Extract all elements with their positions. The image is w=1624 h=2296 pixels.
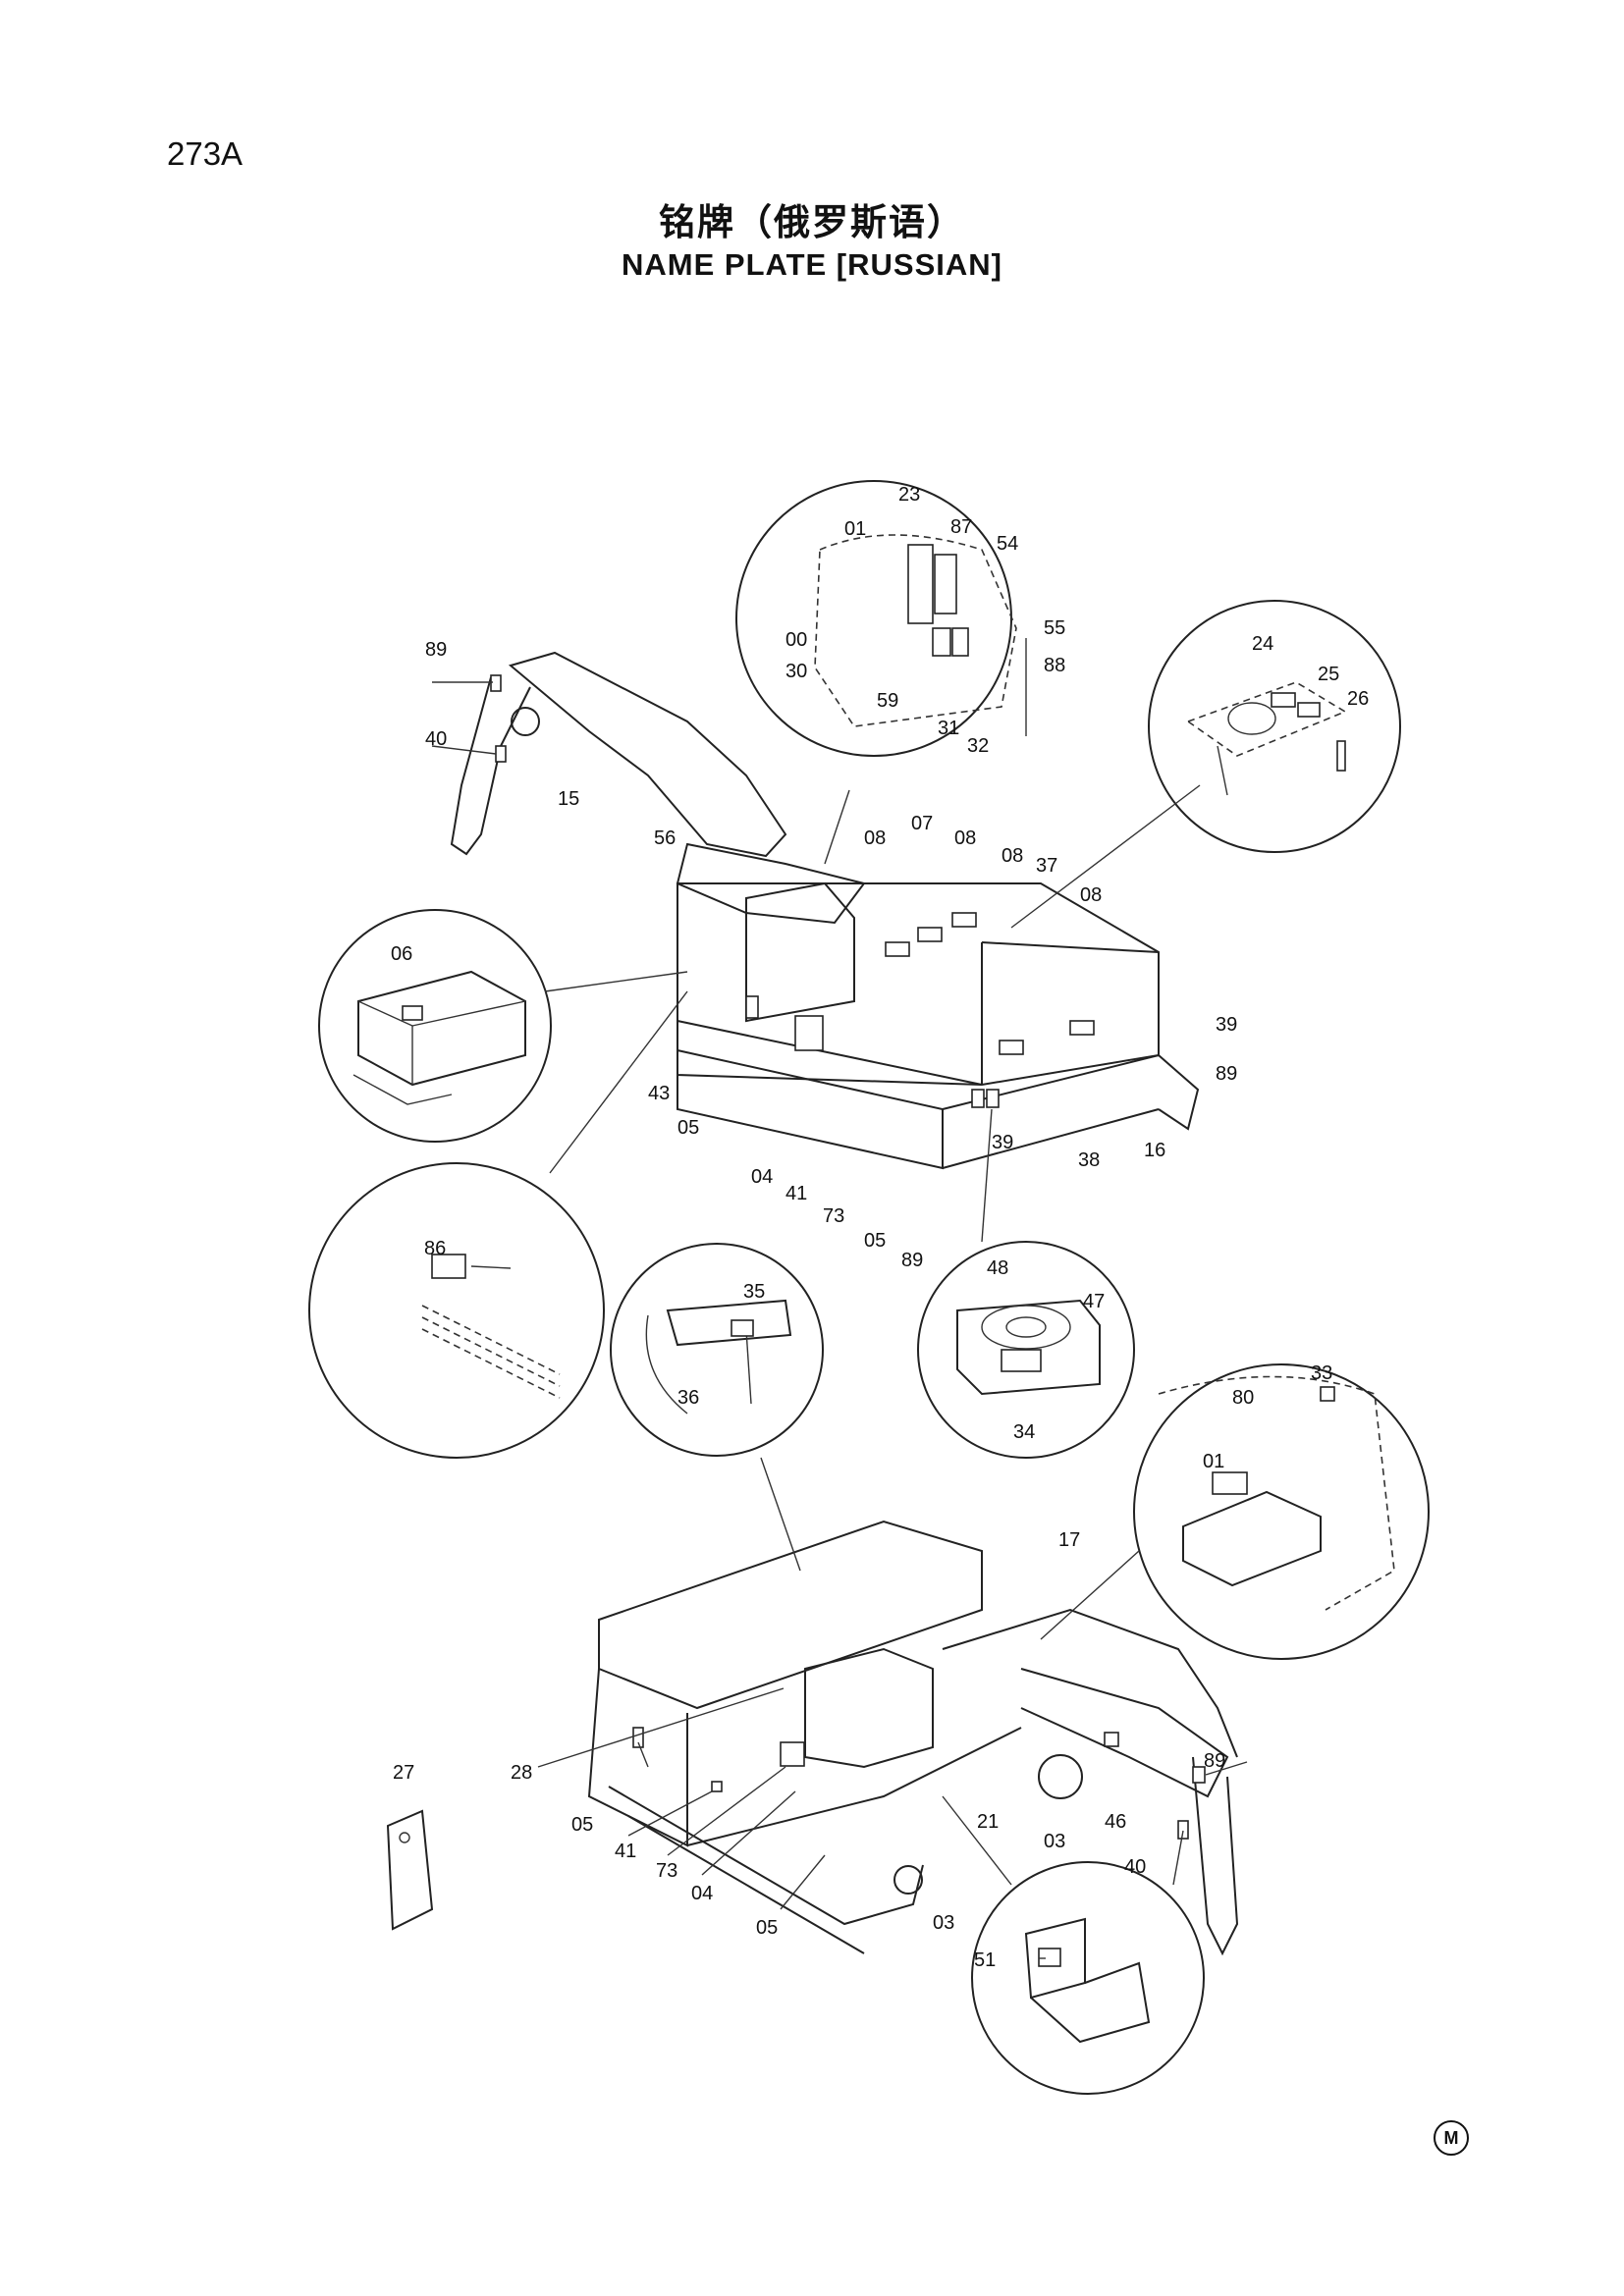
callout-47: 47 — [1083, 1291, 1105, 1312]
page-number: 273A — [167, 135, 244, 172]
callout-24: 24 — [1252, 633, 1273, 655]
excavator-bottom-view — [587, 1520, 1239, 1956]
excavator-top-view — [450, 651, 1200, 1170]
detail-circle-door-label — [308, 1162, 605, 1459]
callout-28: 28 — [511, 1762, 532, 1784]
callout-05: 05 — [756, 1917, 778, 1939]
callout-33: 33 — [1311, 1362, 1332, 1384]
title-chinese: 铭牌（俄罗斯语） — [659, 201, 965, 243]
registered-mark: M — [1434, 2120, 1469, 2156]
leader-lines — [431, 681, 1248, 1959]
callout-numbers: 23 01 87 54 00 55 30 88 59 31 32 24 25 2… — [391, 484, 1369, 1971]
callout-86: 86 — [424, 1238, 446, 1259]
tag-27 — [386, 1809, 434, 1931]
callout-30: 30 — [785, 661, 807, 682]
callout-07: 07 — [911, 813, 933, 834]
callout-04: 04 — [691, 1883, 713, 1904]
callout-16: 16 — [1144, 1140, 1165, 1161]
callout-05: 05 — [864, 1230, 886, 1252]
callout-41: 41 — [615, 1841, 636, 1862]
callout-01: 01 — [1203, 1451, 1224, 1472]
callout-06: 06 — [391, 943, 412, 965]
callout-17: 17 — [1058, 1529, 1080, 1551]
callout-39: 39 — [1216, 1014, 1237, 1036]
callout-89: 89 — [1216, 1063, 1237, 1085]
callout-31: 31 — [938, 718, 959, 739]
callout-38: 38 — [1078, 1149, 1100, 1171]
callout-34: 34 — [1013, 1421, 1035, 1443]
detail-circle-fan — [917, 1241, 1135, 1459]
callout-73: 73 — [823, 1205, 844, 1227]
callout-59: 59 — [877, 690, 898, 712]
callout-37: 37 — [1036, 855, 1057, 877]
callout-35: 35 — [743, 1281, 765, 1303]
callout-88: 88 — [1044, 655, 1065, 676]
callout-89: 89 — [425, 639, 447, 661]
callout-87: 87 — [950, 516, 972, 538]
callout-39: 39 — [992, 1132, 1013, 1153]
callout-56: 56 — [654, 828, 676, 849]
callout-51: 51 — [974, 1949, 996, 1971]
callout-80: 80 — [1232, 1387, 1254, 1409]
callout-55: 55 — [1044, 617, 1065, 639]
callout-36: 36 — [677, 1387, 699, 1409]
detail-circle-top-panel — [1148, 600, 1401, 853]
callout-40: 40 — [425, 728, 447, 750]
callout-15: 15 — [558, 788, 579, 810]
title-english: NAME PLATE [RUSSIAN] — [622, 247, 1002, 282]
callout-08: 08 — [954, 828, 976, 849]
callout-05: 05 — [571, 1814, 593, 1836]
detail-circle-cab-interior — [735, 480, 1027, 757]
callout-40: 40 — [1124, 1856, 1146, 1878]
callout-23: 23 — [898, 484, 920, 506]
callout-26: 26 — [1347, 688, 1369, 710]
callout-03: 03 — [1044, 1831, 1065, 1852]
detail-circle-battery-box — [971, 1861, 1205, 2095]
callout-41: 41 — [785, 1183, 807, 1204]
callout-32: 32 — [967, 735, 989, 757]
callout-04: 04 — [751, 1166, 773, 1188]
callout-27: 27 — [393, 1762, 414, 1784]
callout-48: 48 — [987, 1257, 1008, 1279]
callout-01: 01 — [844, 518, 866, 540]
callout-08: 08 — [1001, 845, 1023, 867]
callout-05: 05 — [677, 1117, 699, 1139]
callout-21: 21 — [977, 1811, 999, 1833]
detail-circle-seat — [1133, 1363, 1430, 1660]
callout-89: 89 — [901, 1250, 923, 1271]
callout-46: 46 — [1105, 1811, 1126, 1833]
callout-89: 89 — [1204, 1750, 1225, 1772]
callout-00: 00 — [785, 629, 807, 651]
callout-54: 54 — [997, 533, 1018, 555]
callout-43: 43 — [648, 1083, 670, 1104]
callout-25: 25 — [1318, 664, 1339, 685]
callout-03: 03 — [933, 1912, 954, 1934]
callout-08: 08 — [864, 828, 886, 849]
callout-08: 08 — [1080, 884, 1102, 906]
callout-73: 73 — [656, 1860, 677, 1882]
detail-circle-lever — [610, 1243, 824, 1457]
detail-circle-controller — [318, 909, 552, 1143]
